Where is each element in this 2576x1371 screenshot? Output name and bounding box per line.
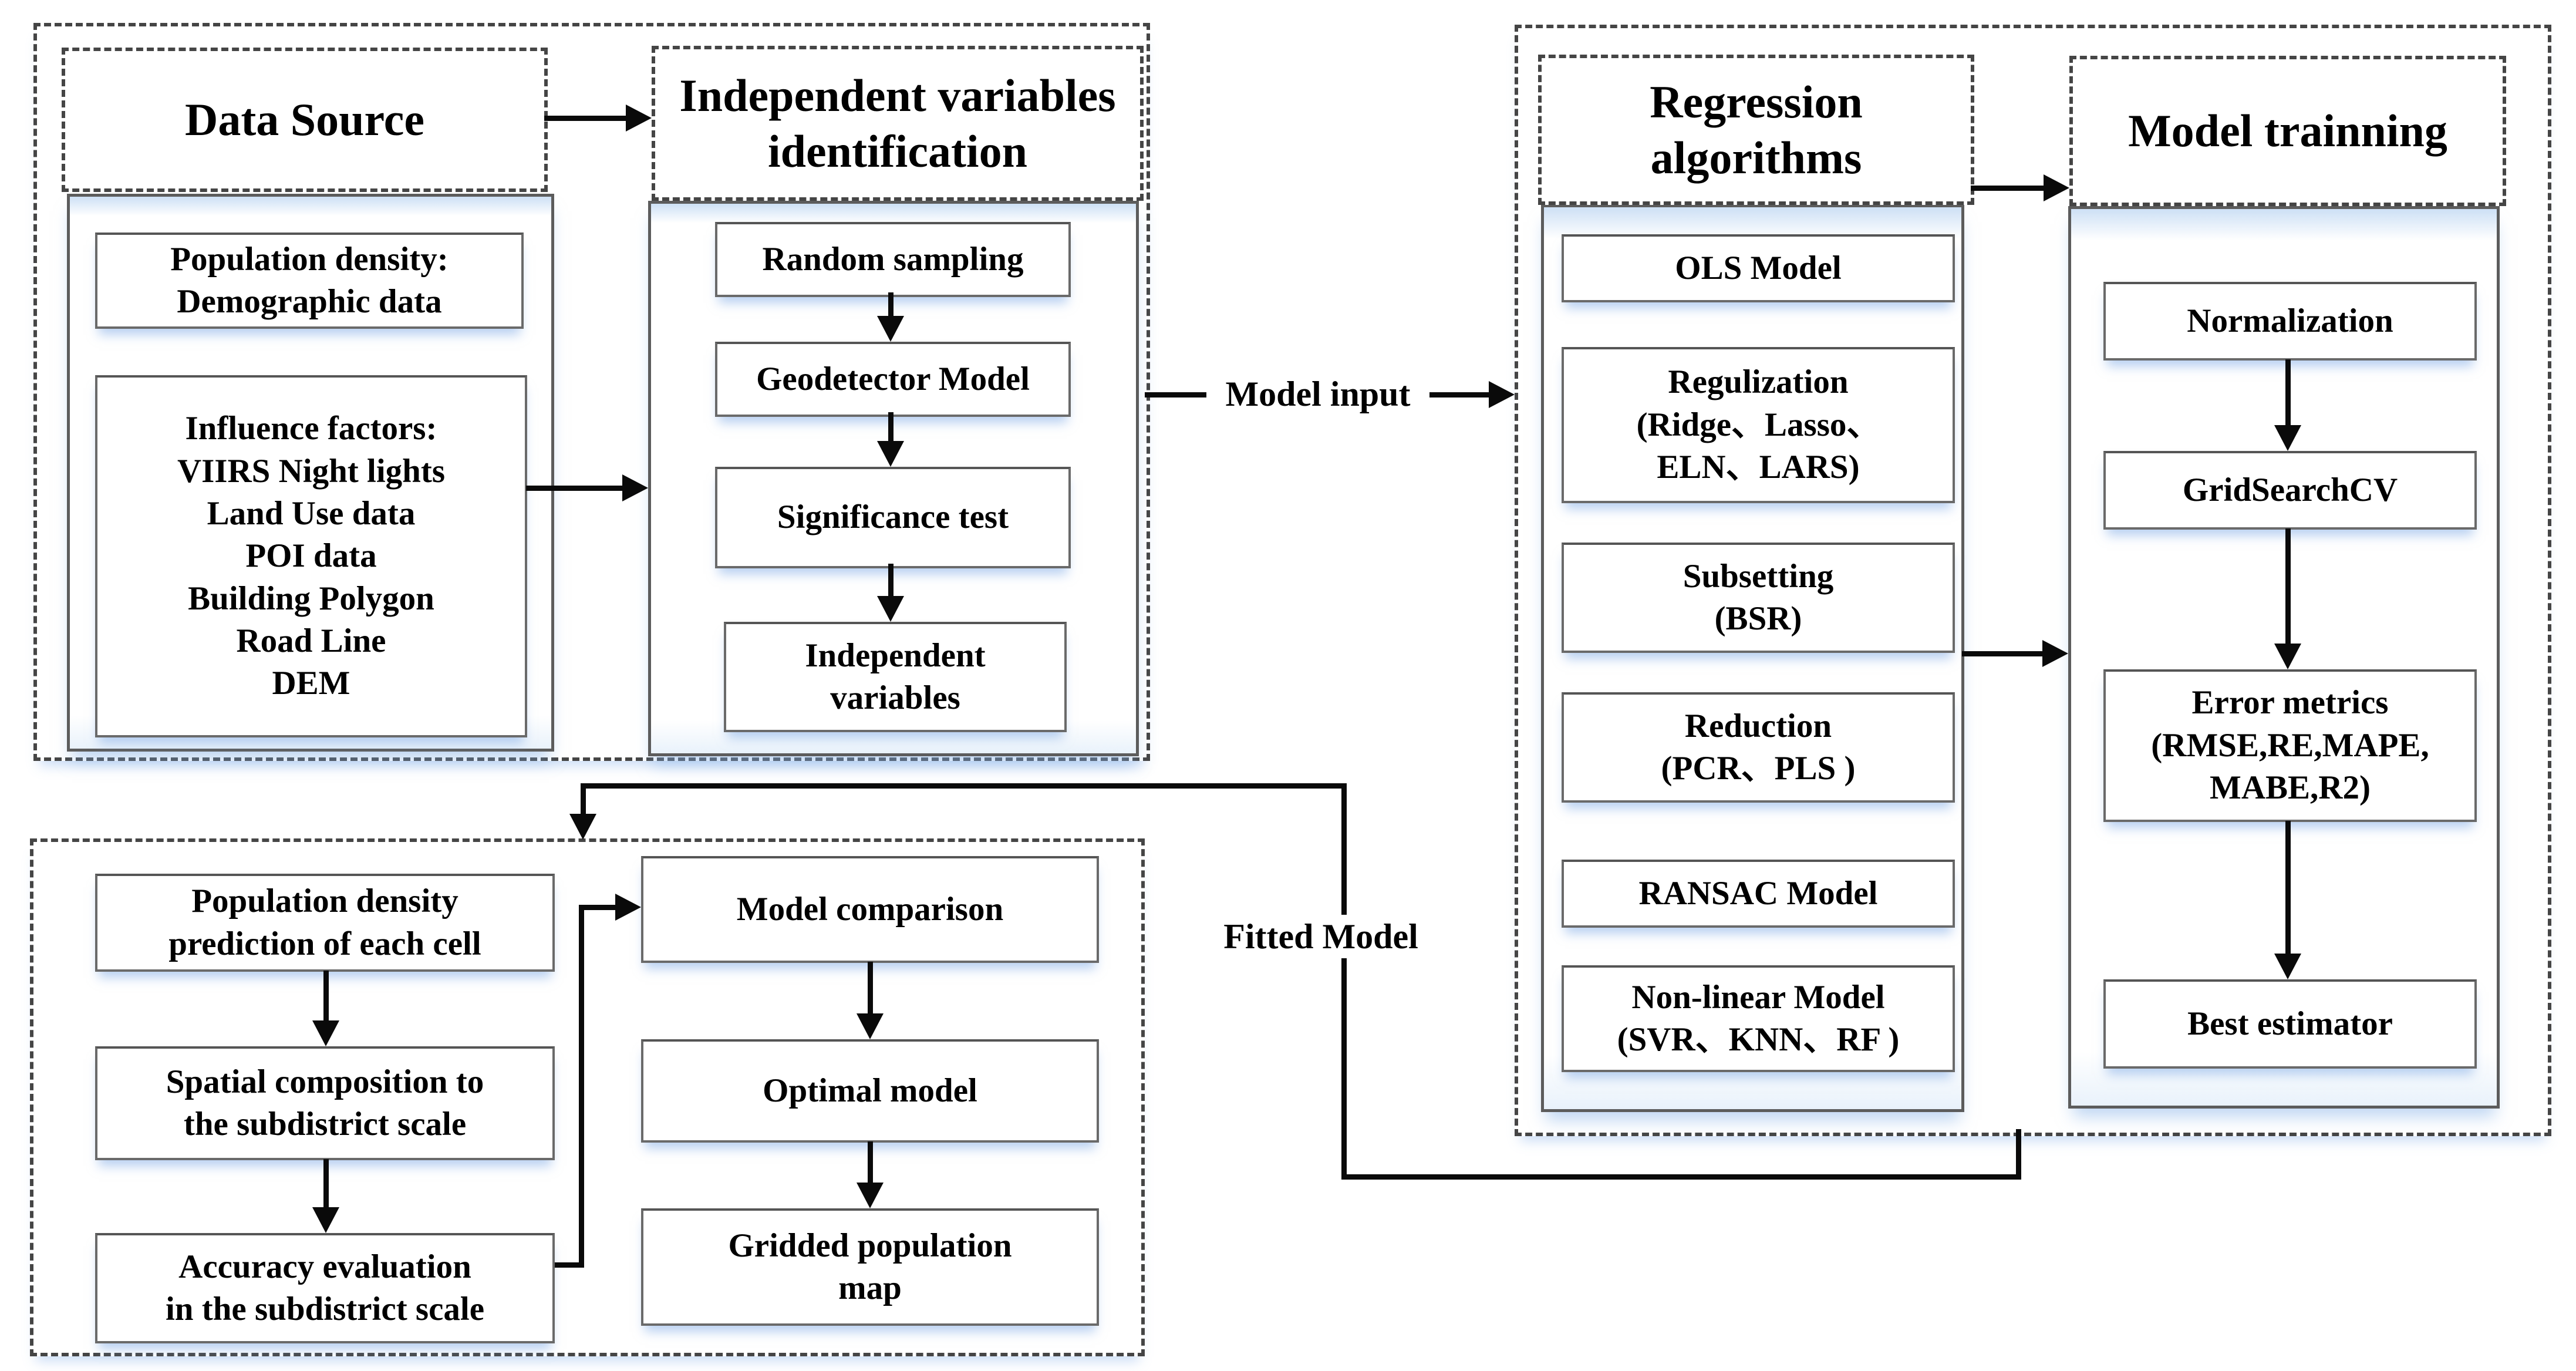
subsetting-box: Subsetting (BSR)	[1562, 543, 1955, 653]
reduction-box: Reduction (PCR、PLS )	[1562, 692, 1955, 803]
significance-test-box: Significance test	[715, 467, 1071, 568]
fitted-model-label: Fitted Model	[1206, 915, 1435, 958]
independent-variables-box: Independent variables	[724, 622, 1067, 732]
model-comparison-box: Model comparison	[641, 856, 1099, 963]
arrow-comparison-to-optimal-line	[868, 962, 873, 1016]
arrow-influence-to-ivi-head	[622, 474, 648, 501]
arrow-sampling-to-geodetector-head	[877, 316, 904, 342]
ols-model-box: OLS Model	[1562, 234, 1955, 302]
elbow-accuracy-top-line	[579, 905, 618, 910]
arrow-spatial-to-accuracy-line	[323, 1159, 329, 1210]
nonlinear-model-box: Non-linear Model (SVR、KNN、RF )	[1562, 965, 1955, 1072]
elbow-accuracy-arrowhead	[615, 894, 641, 921]
prediction-cell-box: Population density prediction of each ce…	[95, 874, 555, 972]
elbow-accuracy-vertical-line	[579, 905, 584, 1268]
arrow-optimal-to-gridded-head	[857, 1183, 884, 1208]
regression-header: Regression algorithms	[1538, 55, 1974, 205]
arrow-spatial-to-accuracy-head	[312, 1207, 339, 1233]
model-input-label: Model input	[1206, 372, 1429, 416]
arrow-prediction-to-spatial-head	[312, 1020, 339, 1046]
arrow-gridsearch-to-errormetrics-line	[2285, 528, 2291, 646]
arrow-errormetrics-to-best-line	[2285, 821, 2291, 956]
arrow-significance-to-independent-line	[888, 564, 893, 598]
gridsearchcv-box: GridSearchCV	[2103, 451, 2477, 530]
arrow-geodetector-to-significance-head	[877, 441, 904, 467]
arrow-prediction-to-spatial-line	[323, 971, 329, 1023]
arrow-datasource-to-ivi-head	[626, 105, 652, 132]
arrow-regression-to-training-head	[2044, 174, 2069, 201]
accuracy-evaluation-box: Accuracy evaluation in the subdistrict s…	[95, 1233, 555, 1343]
arrow-optimal-to-gridded-line	[868, 1141, 873, 1185]
arrow-normalization-to-gridsearch-line	[2285, 359, 2291, 427]
population-density-box: Population density: Demographic data	[95, 233, 524, 329]
geodetector-model-box: Geodetector Model	[715, 342, 1071, 417]
arrow-geodetector-to-significance-line	[888, 412, 893, 443]
arrow-reginner-to-traininner-head	[2042, 640, 2068, 667]
fitted-model-bottom-line	[1341, 1174, 2021, 1180]
arrow-errormetrics-to-best-head	[2274, 954, 2301, 979]
elbow-accuracy-horizontal-line	[555, 1262, 584, 1268]
spatial-composition-box: Spatial composition to the subdistrict s…	[95, 1046, 555, 1160]
arrow-normalization-to-gridsearch-head	[2274, 425, 2301, 451]
fitted-model-vertical-line	[1341, 786, 1347, 1180]
fitted-model-top-line	[581, 783, 1347, 789]
best-estimator-box: Best estimator	[2103, 979, 2477, 1069]
arrow-comparison-to-optimal-head	[857, 1013, 884, 1039]
arrow-sampling-to-geodetector-line	[888, 292, 893, 318]
optimal-model-box: Optimal model	[641, 1039, 1099, 1143]
arrow-significance-to-independent-head	[877, 596, 904, 622]
model-training-header: Model trainning	[2069, 56, 2506, 206]
fitted-model-entry-arrowhead	[569, 814, 596, 840]
error-metrics-box: Error metrics (RMSE,RE,MAPE, MABE,R2)	[2103, 669, 2477, 822]
independent-variables-header: Independent variables identification	[652, 46, 1144, 201]
regulization-box: Regulization (Ridge、Lasso、 ELN、LARS)	[1562, 347, 1955, 503]
fitted-model-entry-line	[581, 783, 586, 816]
normalization-box: Normalization	[2103, 282, 2477, 361]
ransac-model-box: RANSAC Model	[1562, 860, 1955, 928]
gridded-population-map-box: Gridded population map	[641, 1208, 1099, 1326]
arrow-regression-to-training-line	[1971, 186, 2046, 191]
arrow-reginner-to-traininner-line	[1962, 651, 2045, 656]
data-source-header: Data Source	[62, 48, 548, 192]
arrow-gridsearch-to-errormetrics-head	[2274, 644, 2301, 669]
influence-factors-box: Influence factors: VIIRS Night lights La…	[95, 375, 527, 737]
random-sampling-box: Random sampling	[715, 222, 1071, 297]
arrow-datasource-to-ivi-line	[544, 116, 628, 121]
arrow-influence-to-ivi-line	[526, 486, 623, 491]
model-input-arrowhead	[1489, 381, 1515, 408]
fitted-model-drop-line	[2016, 1129, 2021, 1180]
